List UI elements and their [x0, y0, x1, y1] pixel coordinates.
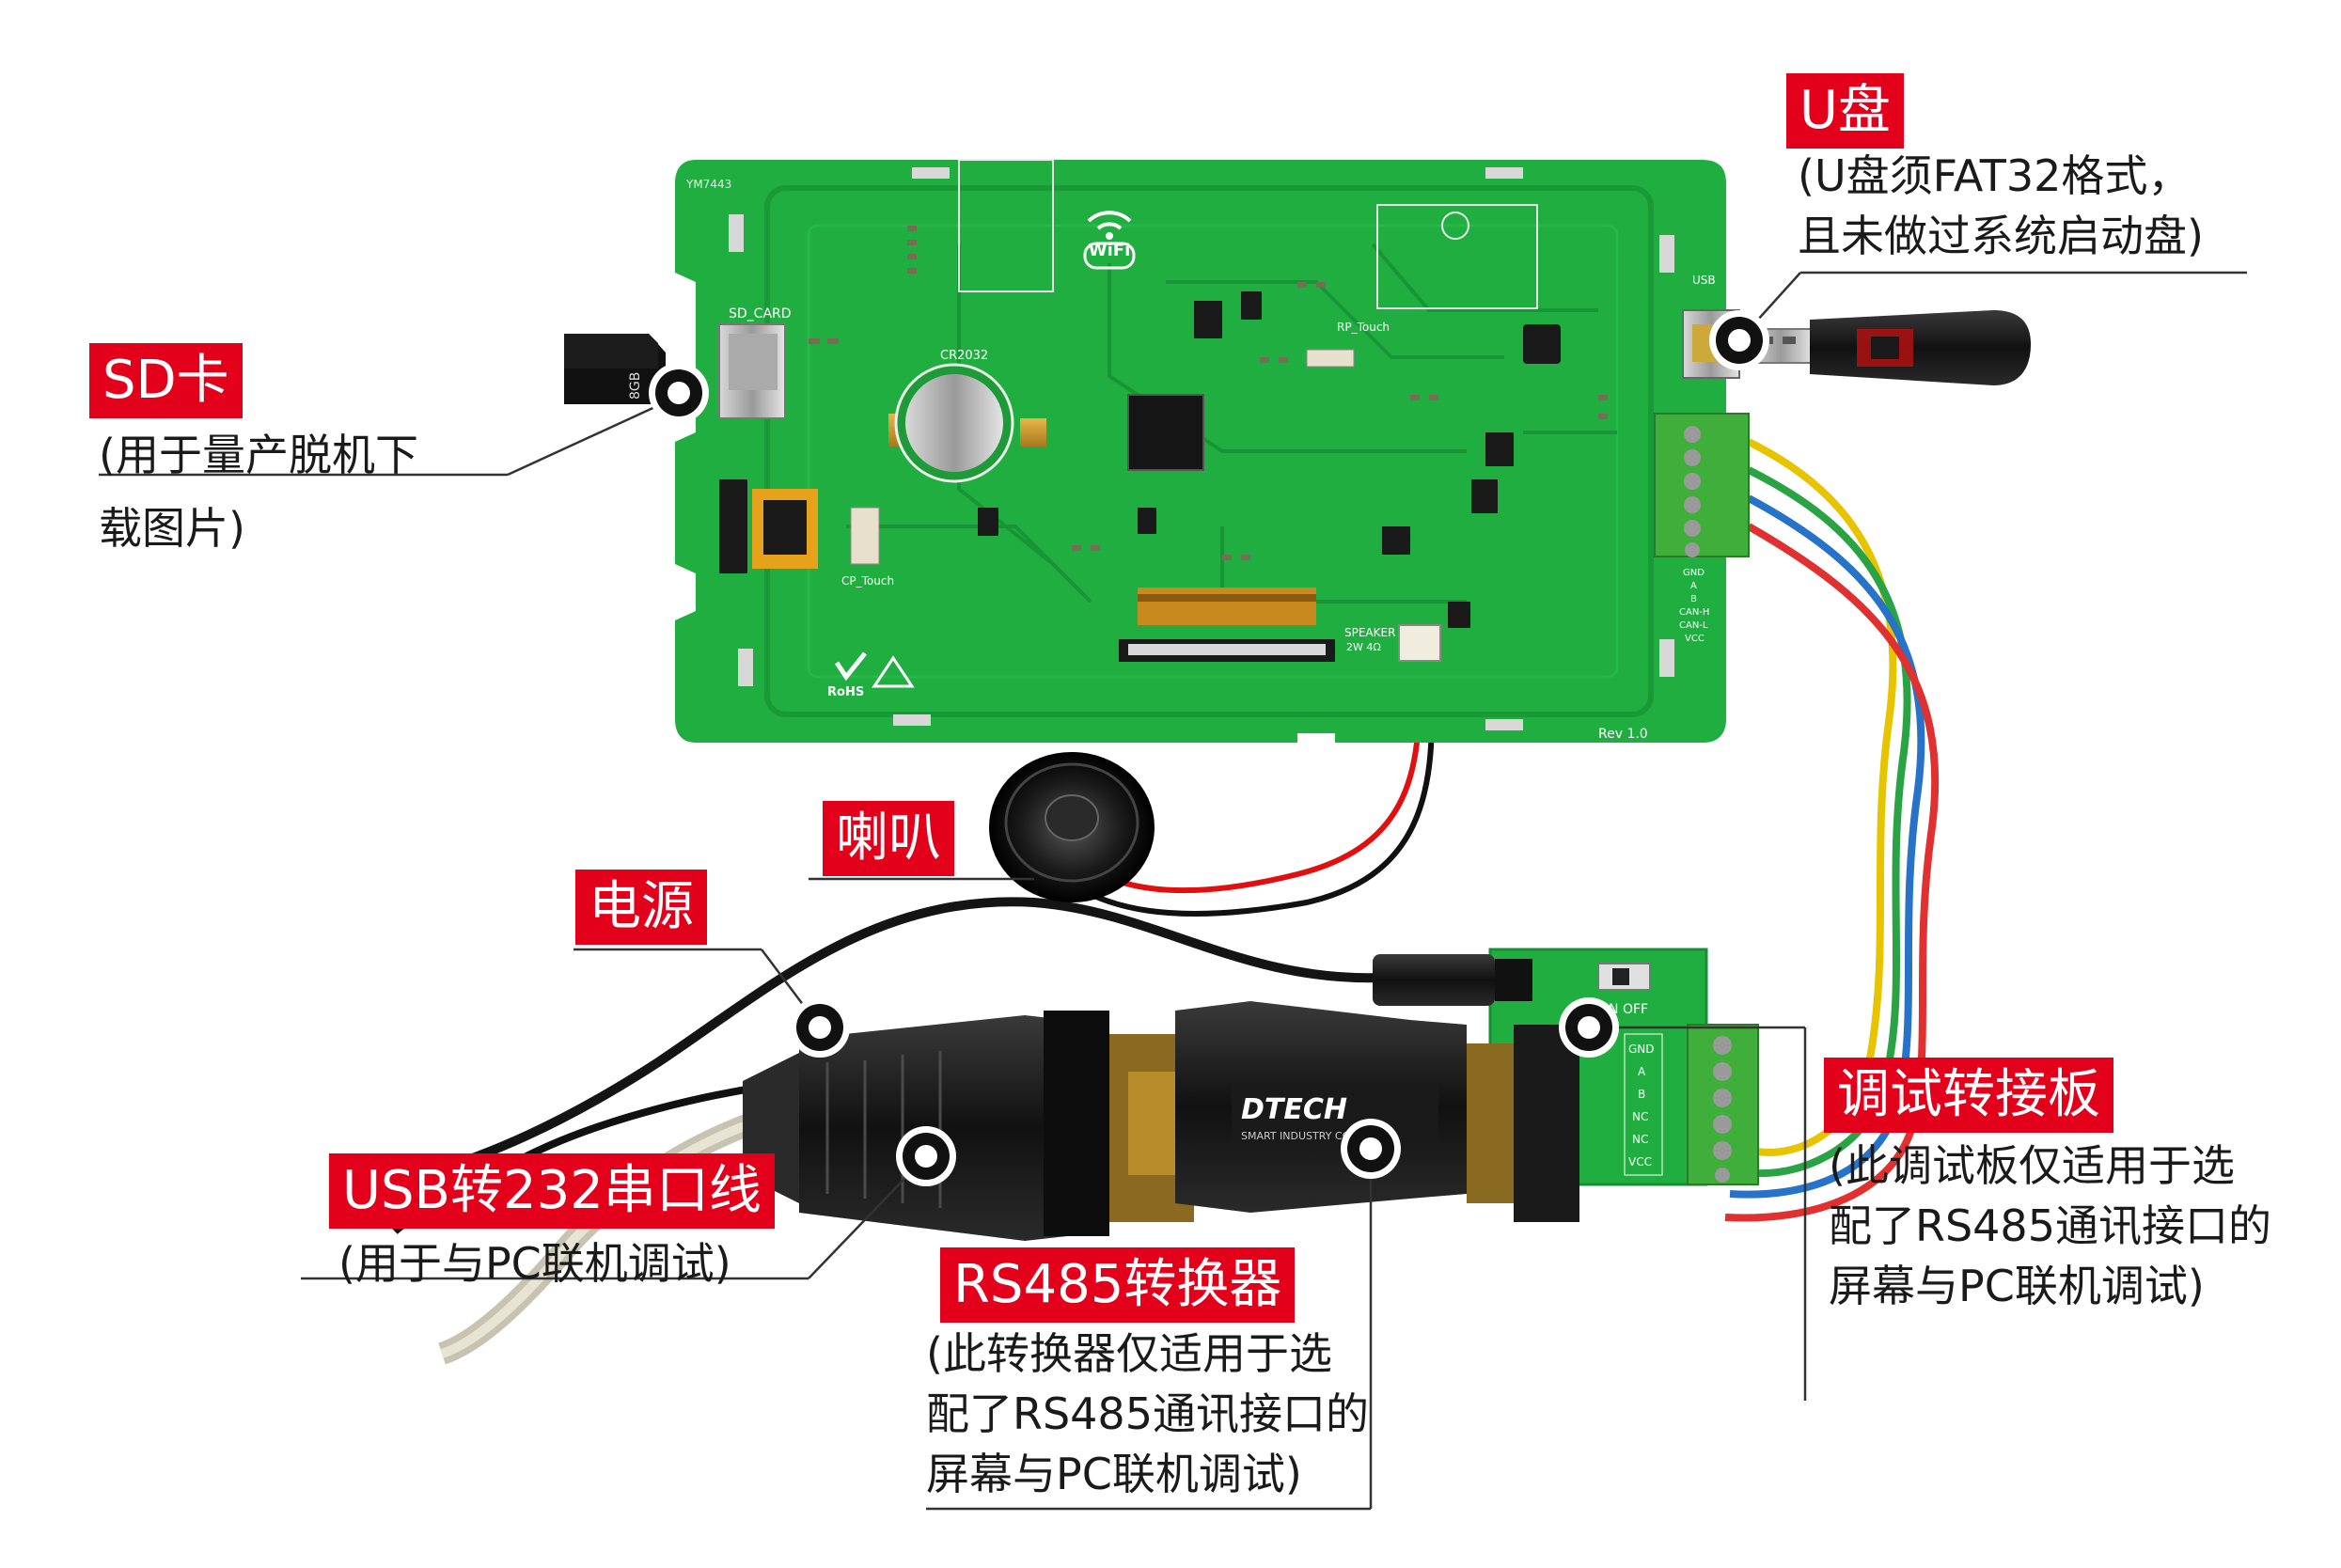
callout-sd-card-title: SD卡 — [89, 343, 243, 418]
callout-debug-board-title: 调试转接板 — [1824, 1058, 2113, 1133]
callout-sd-card-desc: (用于量产脱机下 载图片) — [99, 425, 418, 558]
callout-usb-disk-desc: (U盘须FAT32格式， 且未做过系统启动盘) — [1798, 146, 2204, 266]
speaker-unit — [989, 752, 1155, 902]
silk-cr2032: CR2032 — [940, 349, 988, 363]
battery-holder — [888, 363, 1046, 483]
silk-pin-0: GND — [1683, 568, 1705, 578]
marker-usb-disk — [1709, 310, 1769, 370]
sd-card-desc-line-2: 载图片) — [99, 503, 245, 554]
debug-pin-2: B — [1638, 1088, 1645, 1101]
marker-rs485 — [1341, 1119, 1401, 1179]
silk-speaker-spec: 2W 4Ω — [1346, 641, 1381, 653]
debug-pin-4: NC — [1632, 1133, 1648, 1146]
usb-disk-desc-line-2: 且未做过系统启动盘) — [1798, 211, 2204, 261]
rs485-desc-line-1: (此转换器仅适用于选 — [926, 1328, 1332, 1379]
silk-pin-5: VCC — [1685, 634, 1705, 644]
debug-pin-3: NC — [1632, 1110, 1648, 1123]
converter-brand: DTECH — [1241, 1093, 1347, 1126]
callout-debug-board-desc: (此调试板仅适用于选 配了RS485通讯接口的 屏幕与PC联机调试) — [1829, 1136, 2271, 1316]
usb-flash-drive — [1748, 310, 2031, 385]
target-markers — [649, 310, 1769, 1186]
silk-usb: USB — [1692, 274, 1716, 287]
silk-model: YM7443 — [685, 178, 731, 191]
rs485-desc-line-3: 屏幕与PC联机调试) — [926, 1449, 1302, 1499]
marker-debug-board — [1559, 997, 1619, 1058]
silk-cp-touch: CP_Touch — [841, 574, 894, 588]
debug-board-desc-line-2: 配了RS485通讯接口的 — [1829, 1200, 2271, 1251]
callout-usb-disk-title: U盘 — [1786, 73, 1904, 149]
debug-pin-1: A — [1638, 1065, 1646, 1078]
main-board: WiFi YM7443 SD_CARD CR2032 — [675, 159, 1750, 743]
debug-pin-5: VCC — [1628, 1155, 1652, 1168]
sd-card-slot — [718, 323, 786, 419]
callout-usb232-title: USB转232串口线 — [329, 1153, 775, 1229]
sd-card-desc-line-1: (用于量产脱机下 — [99, 430, 418, 480]
usb-disk-desc-line-1: (U盘须FAT32格式， — [1798, 150, 2192, 201]
callout-usb232-desc: (用于与PC联机调试) — [338, 1233, 731, 1294]
silk-pin-1: A — [1690, 581, 1697, 591]
lcd-fpc-connector — [719, 479, 747, 573]
board-terminal-block — [1654, 413, 1750, 557]
silk-speaker: SPEAKER — [1344, 626, 1395, 639]
main-chip — [1127, 394, 1204, 471]
silk-rev: Rev 1.0 — [1598, 727, 1648, 742]
silk-rp-touch: RP_Touch — [1337, 321, 1390, 334]
svg-text:8GB: 8GB — [628, 372, 643, 400]
marker-usb232 — [896, 1126, 956, 1186]
callout-power-title: 电源 — [575, 870, 707, 945]
usb232-desc-line-1: (用于与PC联机调试) — [338, 1238, 731, 1289]
power-jack — [1373, 954, 1532, 1006]
callout-rs485-title: RS485转换器 — [940, 1247, 1296, 1323]
silk-pin-4: CAN-L — [1679, 620, 1708, 631]
wifi-icon — [1083, 211, 1136, 270]
silk-rohs: RoHS — [827, 685, 864, 699]
debug-board-desc-line-3: 屏幕与PC联机调试) — [1829, 1261, 2205, 1311]
micro-sd-card: 8GB — [564, 334, 666, 404]
silk-pin-3: CAN-H — [1679, 607, 1709, 618]
callout-rs485-desc: (此转换器仅适用于选 配了RS485通讯接口的 屏幕与PC联机调试) — [926, 1324, 1369, 1504]
marker-power — [790, 997, 850, 1058]
silk-sd-card: SD_CARD — [729, 306, 792, 321]
rs485-converter-body: DTECH SMART INDUSTRY COM — [1175, 1001, 1467, 1213]
power-cable — [393, 897, 1383, 1189]
debug-pin-0: GND — [1628, 1043, 1655, 1056]
debug-board-desc-line-1: (此调试板仅适用于选 — [1829, 1140, 2235, 1191]
db9-metal-shell-right — [1467, 1025, 1579, 1222]
marker-sd-card — [649, 363, 709, 423]
callout-speaker-title: 喇叭 — [823, 801, 954, 876]
speaker-connector — [1398, 624, 1441, 662]
silk-pin-2: B — [1690, 594, 1697, 604]
rs485-desc-line-2: 配了RS485通讯接口的 — [926, 1388, 1369, 1439]
converter-tagline: SMART INDUSTRY COM — [1241, 1130, 1359, 1142]
debug-cable — [1724, 438, 1940, 1222]
silk-wifi: WiFi — [1089, 241, 1131, 260]
